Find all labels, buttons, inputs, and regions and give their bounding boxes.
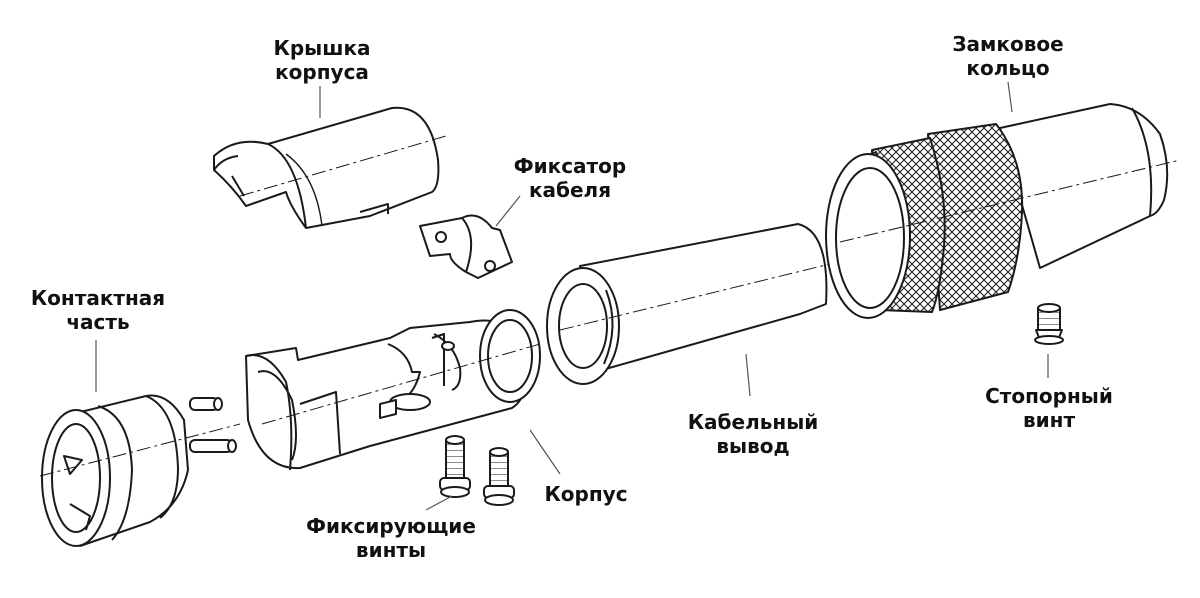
housing-cover-part [213,106,447,229]
locking-ring-part [825,103,1181,319]
label-fixing-screws-line-2: винты [355,538,427,562]
housing-part [245,309,541,471]
label-set-screw-line-1: Стопорный [985,384,1113,408]
cable-outlet-part [546,223,831,385]
label-contact-part-line-1: Контактная [30,286,166,310]
label-housing-cover-line-1: Крышка [273,36,371,60]
label-contact-part: Контактная часть [18,286,178,334]
set-screw-part [1034,303,1064,345]
label-fixing-screws-line-1: Фиксирующие [306,514,476,538]
label-set-screw-line-2: винт [1022,408,1076,432]
label-locking-ring-line-2: кольцо [966,56,1050,80]
label-housing-cover-line-2: корпуса [275,60,369,84]
label-cable-outlet: Кабельный вывод [676,410,830,458]
label-cable-clamp-line-1: Фиксатор [513,154,627,178]
cable-clamp-part [419,214,513,279]
label-cable-clamp: Фиксатор кабеля [505,154,635,202]
label-cable-outlet-line-1: Кабельный [687,410,819,434]
label-housing: Корпус [536,482,636,506]
leader-fixing-screws [425,495,453,511]
label-locking-ring-line-1: Замковое [952,32,1064,56]
label-housing-line-1: Корпус [544,482,628,506]
label-set-screw: Стопорный винт [974,384,1124,432]
label-contact-part-line-2: часть [66,310,130,334]
leader-cable-clamp [495,195,521,227]
label-cable-clamp-line-2: кабеля [528,178,612,202]
label-cable-outlet-line-2: вывод [716,434,790,458]
leader-cable-outlet [745,353,751,397]
fixing-screws-part [439,435,515,506]
label-locking-ring: Замковое кольцо [940,32,1076,80]
leader-locking-ring [1007,81,1013,113]
contact-part [39,394,241,547]
label-housing-cover: Крышка корпуса [262,36,382,84]
leader-housing [529,429,561,475]
label-fixing-screws: Фиксирующие винты [296,514,486,562]
